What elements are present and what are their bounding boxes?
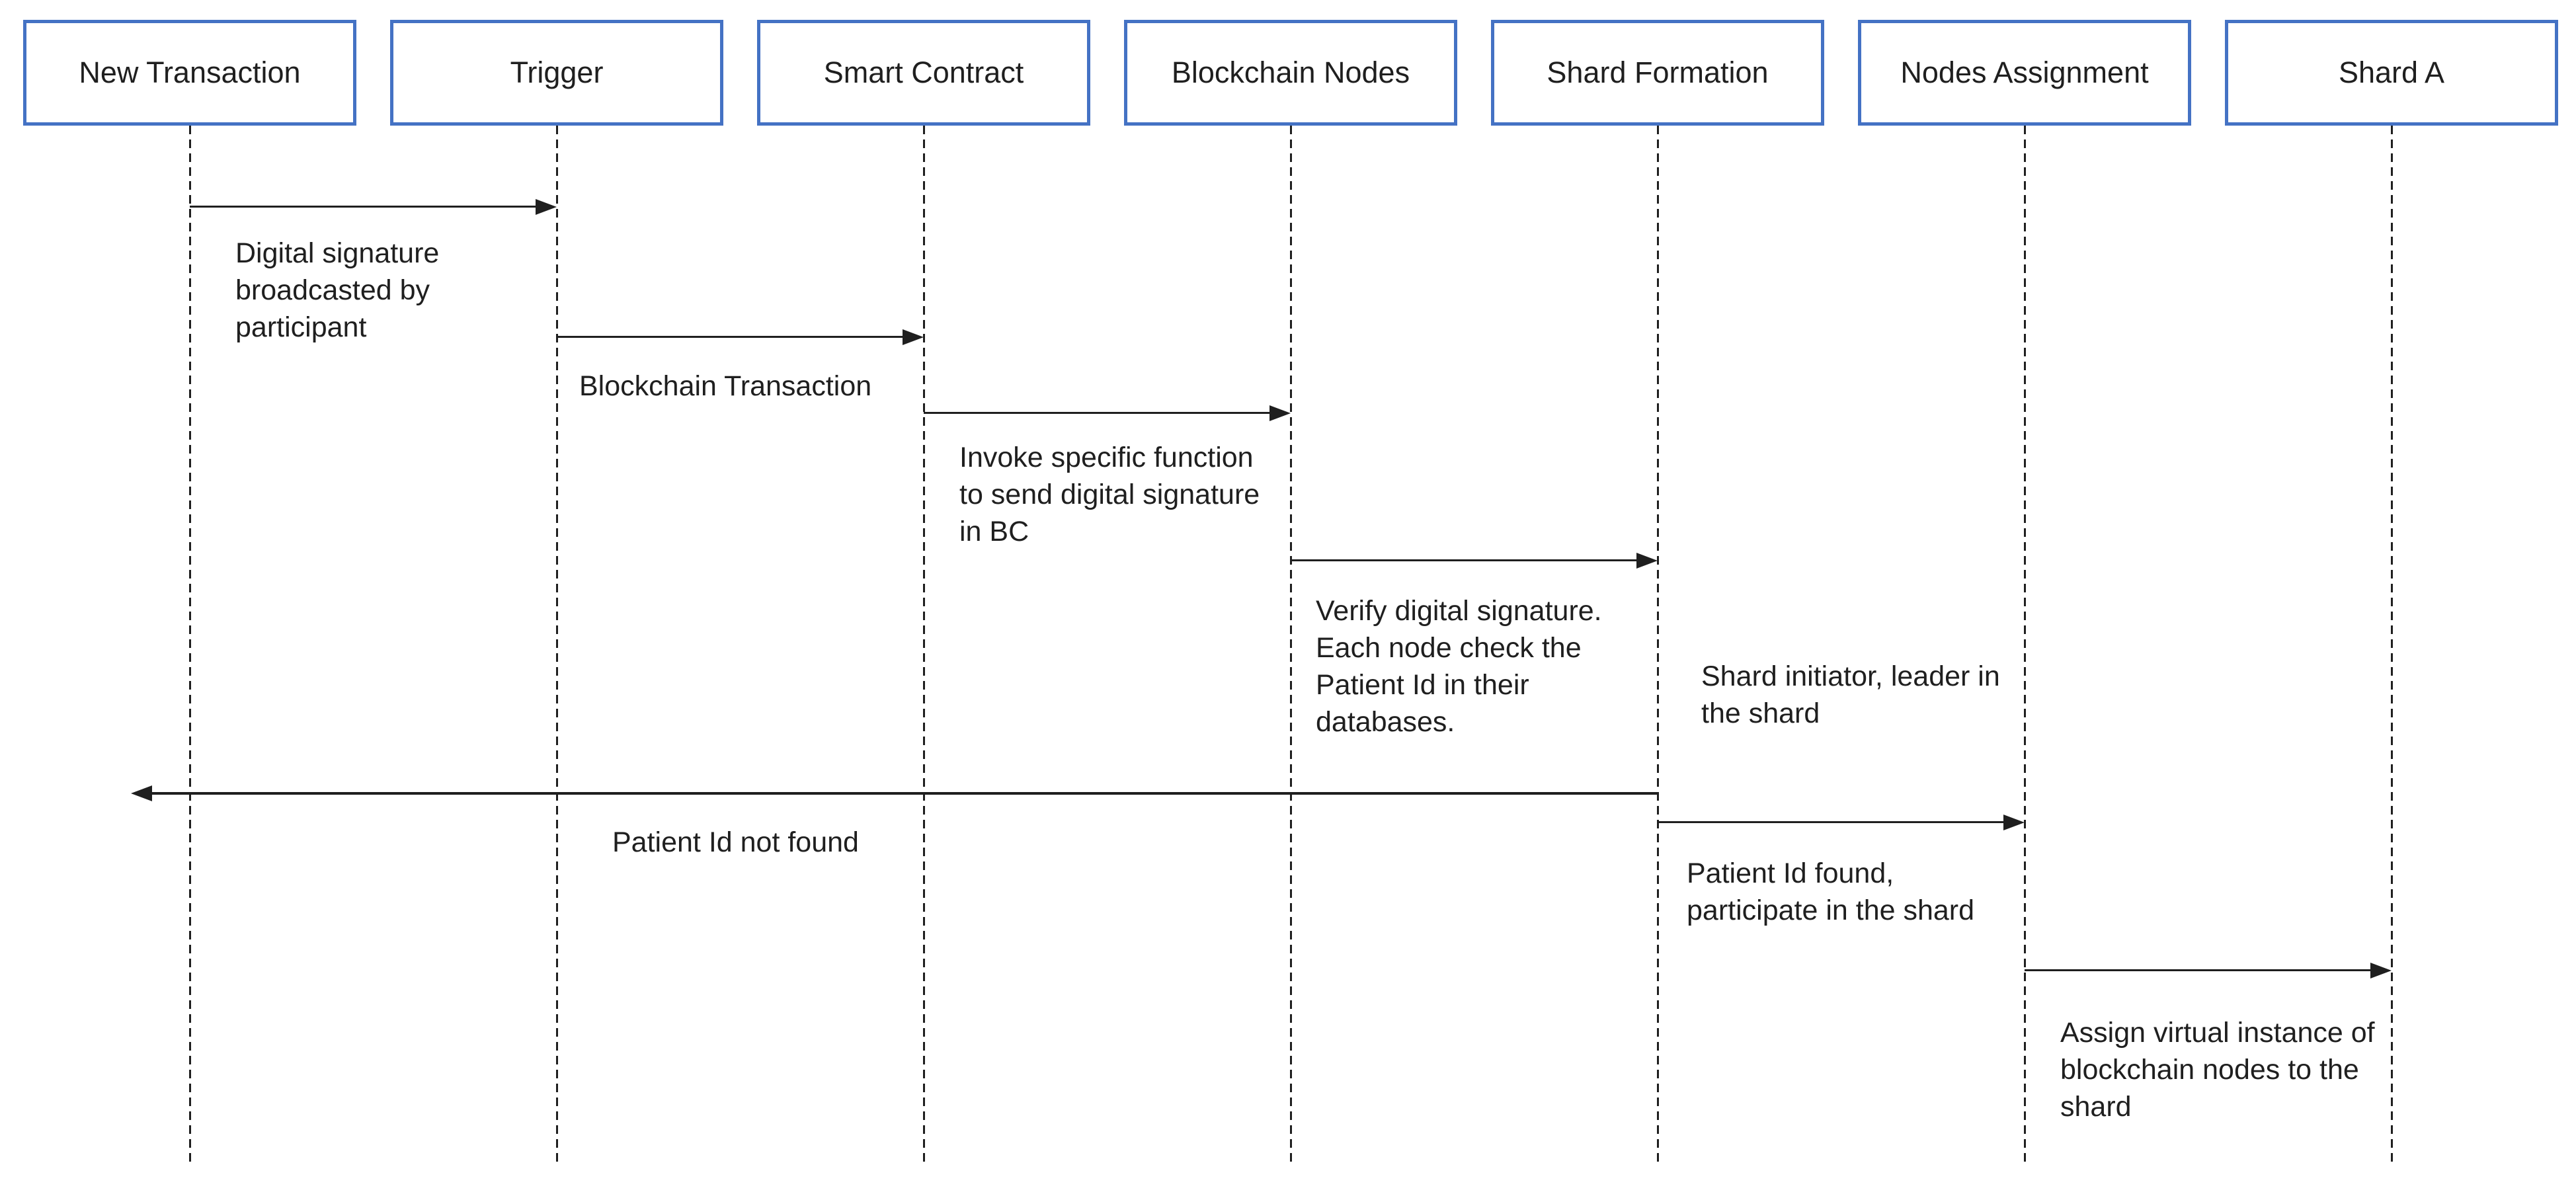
actor-label-shard-formation: Shard Formation [1547, 56, 1769, 89]
message-label-line: broadcasted by [235, 274, 430, 306]
message-label-line: Digital signature [235, 237, 440, 269]
message-label-line: Each node check the [1316, 632, 1582, 664]
note-label-line: Shard initiator, leader in [1701, 660, 2000, 692]
message-arrow-verify-digital-signature [1291, 559, 1636, 561]
lifeline-shard-formation [1657, 126, 1659, 1167]
message-label-line: Invoke specific function [959, 442, 1254, 473]
actor-box-smart-contract: Smart Contract [757, 20, 1090, 126]
message-label-line: databases. [1316, 706, 1455, 738]
message-label-line: Patient Id in their [1316, 669, 1529, 701]
message-label-line: Assign virtual instance of [2060, 1017, 2375, 1049]
message-arrow-digital-signature-broadcast [190, 206, 536, 208]
actor-label-blockchain-nodes: Blockchain Nodes [1171, 56, 1410, 89]
actor-label-trigger: Trigger [510, 56, 604, 89]
message-arrow-patient-id-found [1658, 821, 2003, 823]
message-label-line: in BC [959, 516, 1029, 547]
message-arrow-invoke-specific-function [924, 412, 1269, 414]
note-shard-initiator-note: Shard initiator, leader in the shard [1701, 658, 2000, 732]
actor-box-shard-formation: Shard Formation [1491, 20, 1824, 126]
message-label-verify-digital-signature: Verify digital signature. Each node check… [1316, 592, 1602, 740]
message-label-invoke-specific-function: Invoke specific function to send digital … [959, 439, 1260, 550]
message-label-blockchain-transaction: Blockchain Transaction [579, 368, 871, 405]
actor-box-new-transaction: New Transaction [23, 20, 356, 126]
note-label-line: the shard [1701, 698, 1820, 729]
arrow-head-blockchain-transaction [903, 329, 924, 345]
message-arrow-blockchain-transaction [557, 336, 903, 338]
lifeline-smart-contract [923, 126, 925, 1167]
message-arrow-patient-id-not-found [152, 792, 1658, 795]
actor-label-nodes-assignment: Nodes Assignment [1900, 56, 2149, 89]
message-label-line: Blockchain Transaction [579, 370, 872, 402]
arrow-head-verify-digital-signature [1636, 553, 1658, 569]
arrow-head-assign-virtual-instance [2370, 963, 2392, 978]
message-label-patient-id-not-found: Patient Id not found [612, 824, 859, 861]
lifeline-trigger [556, 126, 558, 1167]
actor-box-shard-a: Shard A [2225, 20, 2558, 126]
message-label-assign-virtual-instance: Assign virtual instance of blockchain nod… [2060, 1014, 2375, 1125]
message-label-line: to send digital signature [959, 479, 1260, 510]
message-label-line: blockchain nodes to the [2060, 1054, 2359, 1086]
message-label-line: Patient Id not found [612, 826, 859, 858]
actor-label-shard-a: Shard A [2338, 56, 2445, 89]
actor-box-trigger: Trigger [390, 20, 723, 126]
arrow-head-digital-signature-broadcast [536, 199, 557, 215]
actor-box-nodes-assignment: Nodes Assignment [1858, 20, 2191, 126]
message-label-digital-signature-broadcast: Digital signature broadcasted by participa… [235, 235, 439, 346]
lifeline-new-transaction [189, 126, 191, 1167]
message-label-line: shard [2060, 1091, 2132, 1123]
actor-label-new-transaction: New Transaction [79, 56, 301, 89]
message-arrow-assign-virtual-instance [2025, 969, 2370, 971]
message-label-patient-id-found: Patient Id found, participate in the shar… [1687, 855, 1974, 929]
arrow-head-invoke-specific-function [1269, 405, 1291, 421]
arrow-head-patient-id-not-found [131, 785, 152, 801]
lifeline-nodes-assignment [2024, 126, 2026, 1167]
lifeline-shard-a [2391, 126, 2393, 1167]
message-label-line: participate in the shard [1687, 895, 1975, 926]
arrow-head-patient-id-found [2003, 815, 2025, 830]
message-label-line: participant [235, 311, 367, 343]
actor-label-smart-contract: Smart Contract [823, 56, 1024, 89]
actor-box-blockchain-nodes: Blockchain Nodes [1124, 20, 1457, 126]
message-label-line: Verify digital signature. [1316, 595, 1602, 627]
lifeline-blockchain-nodes [1290, 126, 1292, 1167]
message-label-line: Patient Id found, [1687, 858, 1894, 889]
